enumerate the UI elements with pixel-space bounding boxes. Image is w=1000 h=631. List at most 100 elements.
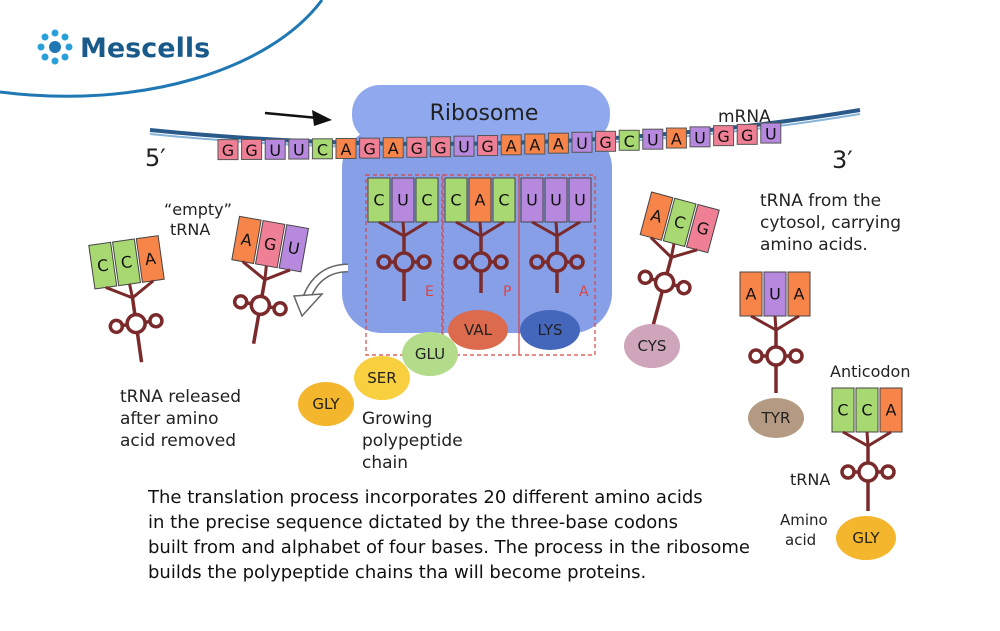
mrna-base: A xyxy=(500,134,522,156)
trna-body xyxy=(840,446,896,511)
mrna-base-letter: U xyxy=(576,134,588,153)
anticodon-base-letter: U xyxy=(526,191,538,210)
released-label-3: acid removed xyxy=(120,431,236,451)
mrna-base-letter: U xyxy=(694,128,706,147)
mrna-base: G xyxy=(713,125,735,147)
anticodon-base-letter: U xyxy=(550,191,562,210)
anticodon-base-letter: A xyxy=(144,249,158,269)
ribosome-label: Ribosome xyxy=(430,101,539,126)
ribosome-large-subunit xyxy=(342,128,612,333)
chain-amino-acid-glu: GLU xyxy=(402,332,458,376)
amino-acid-val: VAL xyxy=(448,310,508,350)
trna-body xyxy=(529,236,585,293)
anticodon-base-letter: C xyxy=(861,401,872,420)
anticodon-base-letter: C xyxy=(672,212,688,233)
mrna-base: G xyxy=(217,139,239,161)
anticodon-base-letter: A xyxy=(746,285,757,304)
anticodon-base-letter: C xyxy=(96,255,110,275)
header-arc xyxy=(0,0,320,98)
mrna-base: U xyxy=(453,135,475,157)
mrna-base: G xyxy=(477,135,499,157)
chain-amino-acid-gly-label: GLY xyxy=(312,395,340,413)
header-arc-line xyxy=(0,0,324,98)
mrna-base: G xyxy=(241,138,263,160)
mrna-base-letter: G xyxy=(741,126,753,145)
empty-trna-label-2: tRNA xyxy=(170,220,210,239)
mrna-base: G xyxy=(595,130,617,152)
amino-acid-cys: CYS xyxy=(624,324,680,368)
site-a-label: A xyxy=(579,284,589,300)
mrna-base: G xyxy=(406,136,428,158)
mrna-base-letter: U xyxy=(765,125,777,144)
amino-acid-gly-legend-label: GLY xyxy=(852,529,880,547)
mrna-base-letter: A xyxy=(506,136,517,155)
mrna-base-letter: G xyxy=(481,137,493,156)
amino-acid-val-label: VAL xyxy=(464,321,493,339)
mrna-base-letter: G xyxy=(245,141,257,160)
mrna-base-letter: G xyxy=(363,140,375,159)
mrna-base: G xyxy=(359,137,381,159)
mrna-base-letter: U xyxy=(269,141,281,160)
a-site-box xyxy=(518,174,596,356)
growing-label-3: chain xyxy=(362,453,408,473)
caption-line-3: built from and alphabet of four bases. T… xyxy=(148,537,750,558)
mrna-base-letter: C xyxy=(317,140,328,159)
anticodon-base-letter: C xyxy=(120,252,134,272)
mrna-base-letter: A xyxy=(341,140,352,159)
chain-amino-acid-ser-label: SER xyxy=(367,369,396,387)
site-p-label: P xyxy=(503,284,511,300)
chain-amino-acid-glu-label: GLU xyxy=(415,345,445,363)
anticodon-base-letter: A xyxy=(649,206,665,227)
mrna-base: U xyxy=(760,122,782,144)
anticodon-base-letter: A xyxy=(886,401,897,420)
mescells-logo-icon xyxy=(37,29,73,65)
amino-acid-cys-label: CYS xyxy=(638,337,667,355)
cytosol-label-3: amino acids. xyxy=(760,235,868,255)
trna-body xyxy=(637,256,692,331)
mrna-base-letter: A xyxy=(388,139,399,158)
mrna-base: A xyxy=(547,132,569,154)
polypeptide-chain: GLY SER GLU xyxy=(298,332,458,426)
amino-acid-gly-legend: GLY xyxy=(836,516,896,560)
cytosol-label-2: cytosol, carrying xyxy=(760,213,901,233)
mrna-base: G xyxy=(736,123,758,145)
anticodon-base-letter: A xyxy=(475,191,486,210)
exit-arrow-icon xyxy=(292,263,349,318)
mrna-base: G xyxy=(429,136,451,158)
mrna-base: A xyxy=(524,133,546,155)
anticodon-label: Anticodon xyxy=(830,362,910,381)
released-label-1: tRNA released xyxy=(120,387,241,407)
mrna-base-letter: U xyxy=(647,131,659,150)
mrna-base: U xyxy=(264,138,286,160)
anticodon-base-letter: U xyxy=(574,191,586,210)
chain-amino-acid-ser: SER xyxy=(354,356,410,400)
anticodon-base-letter: G xyxy=(262,234,278,255)
caption-line-4: builds the polypeptide chains tha will b… xyxy=(148,562,646,583)
mrna-base-letter: U xyxy=(458,138,470,157)
mrna-base: A xyxy=(335,138,357,160)
mrna-base-letter: A xyxy=(671,130,682,149)
trna-body xyxy=(232,279,288,345)
p-site-box xyxy=(442,174,520,356)
mrna-base: A xyxy=(665,127,687,149)
trna-body xyxy=(376,236,432,301)
growing-label-1: Growing xyxy=(362,409,432,429)
empty-trna-label-1: “empty” xyxy=(164,200,232,219)
caption-line-1: The translation process incorporates 20 … xyxy=(147,487,703,508)
mrna-base: C xyxy=(618,129,640,151)
mrna-base-letter: A xyxy=(553,135,564,154)
mrna-base-letter: U xyxy=(293,141,305,160)
mrna-base-letter: G xyxy=(411,139,423,158)
mrna-base: U xyxy=(689,126,711,148)
amino-acid-tyr-label: TYR xyxy=(761,409,791,427)
